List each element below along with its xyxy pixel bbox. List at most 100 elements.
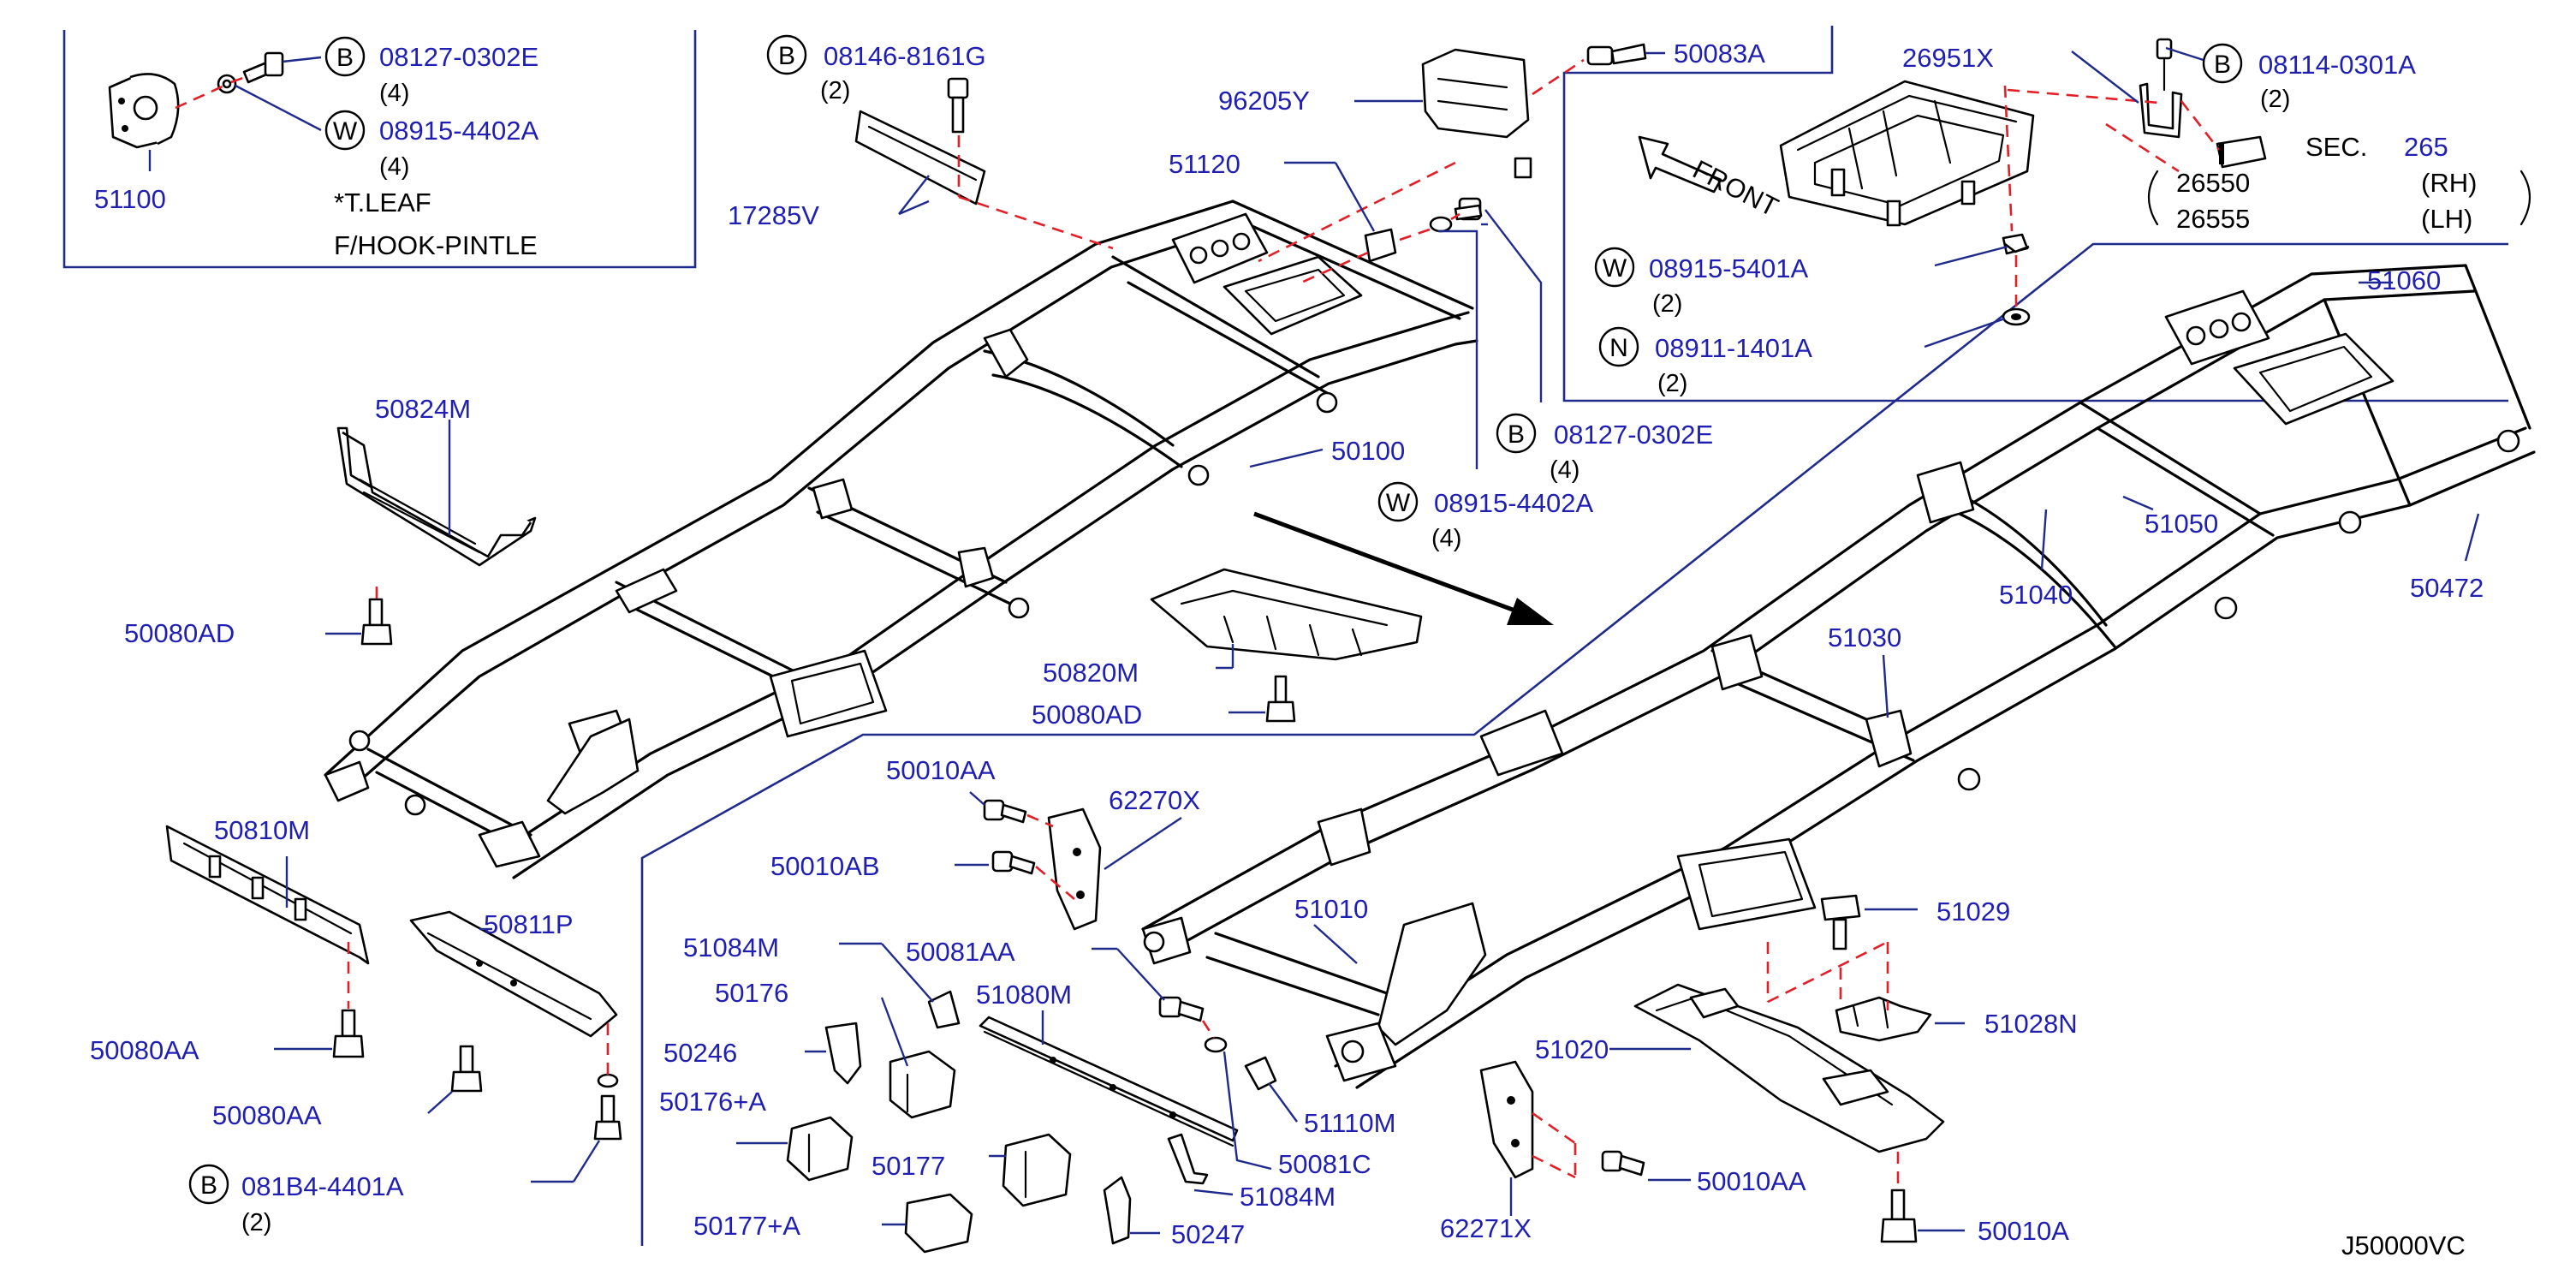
part-label: 51120 (1169, 149, 1240, 179)
part-label: 51020 (1535, 1034, 1609, 1064)
bolts-50080AA (274, 942, 622, 1183)
sec-bracket (2148, 170, 2531, 226)
section-divider (640, 242, 2508, 1246)
fastener-number: 08146-8161G (824, 41, 986, 71)
inset-tr-hardware (1924, 38, 2267, 349)
bracket-62270X (1047, 807, 1182, 931)
prefix-b: B (1508, 420, 1525, 449)
part-label: 50083A (1674, 39, 1765, 69)
part-label: 50246 (663, 1038, 737, 1068)
bolt-50010AA-right (1601, 1150, 1691, 1182)
lower-frame-assembly (1141, 264, 2536, 1089)
part-label: 96205Y (1218, 86, 1310, 116)
part-label: 51029 (1936, 897, 2010, 926)
part-label: 51010 (1294, 894, 1368, 924)
prefix-b: B (200, 1171, 217, 1200)
bolt-08146 (947, 77, 1114, 250)
small-brackets (736, 942, 1234, 1254)
fastener-number: 08911-1401A (1655, 333, 1812, 363)
part-label: 50177 (872, 1151, 945, 1181)
part-label: 50010AA (886, 755, 996, 785)
part-label: 50081C (1278, 1149, 1371, 1179)
part-label: 50176 (715, 978, 788, 1008)
bolt-51029 (1820, 894, 1918, 950)
part-label: 17285V (728, 200, 819, 230)
prefix-n: N (1609, 334, 1628, 362)
inset-border-top-left (62, 30, 697, 269)
fastener-qty: (4) (1431, 525, 1461, 552)
upper-small-hardware (1284, 161, 1543, 469)
part-label: 50810M (214, 815, 310, 845)
part-label: 51040 (1999, 580, 2073, 610)
part-label: 50081AA (906, 937, 1015, 967)
prefix-w: W (1386, 489, 1411, 517)
part-label: 62270X (1109, 785, 1200, 815)
prefix-w: W (333, 117, 358, 146)
part-label: 50080AA (90, 1035, 199, 1065)
prefix-b: B (336, 44, 354, 72)
sec-side: (RH) (2421, 168, 2477, 198)
part-label: 51080M (976, 980, 1072, 1010)
part-label: 51110M (1304, 1108, 1395, 1138)
prefix-w: W (1603, 254, 1627, 283)
inset-note: *T.LEAF (334, 188, 431, 217)
inset-border-top-right (1562, 26, 2508, 402)
part-label: 51050 (2145, 509, 2218, 539)
part-label: 50080AD (124, 618, 235, 648)
bracket-50811P (409, 910, 618, 1038)
fastener-qty: (4) (379, 153, 409, 181)
bar-51080M (979, 1010, 1239, 1147)
front-arrow-icon (1638, 135, 1722, 194)
fastener-number: 08127-0302E (1554, 420, 1713, 450)
bolt-50080AD-left (325, 587, 393, 646)
fastener-number: 08915-4402A (379, 116, 538, 146)
part-label: 51084M (1240, 1182, 1336, 1212)
part-label: 50247 (1171, 1219, 1245, 1249)
rear-crossmember-26951X (1779, 80, 2035, 227)
bracket-17285V (854, 110, 986, 216)
crossmember-51020 (1609, 983, 1945, 1153)
sec-part: 26550 (2176, 168, 2250, 198)
fastener-number: 08114-0301A (2258, 50, 2416, 80)
part-label: 50010AB (770, 851, 880, 881)
bolt-50080AD-mid (1229, 675, 1296, 723)
bracket-50824M (336, 420, 537, 567)
bracket-62271X (1479, 1060, 1577, 1216)
circled-prefixes (188, 34, 2243, 1205)
bracket-96205Y (1258, 43, 1665, 263)
part-label: 50820M (1043, 658, 1139, 688)
prefix-b: B (2214, 51, 2231, 79)
part-label: 50080AA (212, 1100, 322, 1130)
part-label: 51060 (2367, 265, 2441, 295)
part-label: 50472 (2410, 573, 2484, 603)
assembly-direction-arrow (1253, 511, 1554, 625)
fastener-qty: (2) (820, 77, 850, 104)
fastener-qty: (2) (1657, 370, 1687, 397)
part-label: 50080AD (1032, 700, 1142, 730)
part-label: 50176+A (659, 1087, 766, 1117)
part-label: 50010A (1978, 1216, 2069, 1246)
prefix-b: B (778, 42, 795, 70)
sec-part: 26555 (2176, 204, 2250, 234)
skid-plate-50820M (1150, 568, 1423, 670)
bolt-50010A (1880, 1152, 1965, 1243)
fastener-qty: (2) (1652, 290, 1682, 318)
fastener-qty: (4) (1550, 456, 1580, 484)
part-label: 51028N (1984, 1009, 2078, 1039)
front-label: FRONT (1688, 154, 1783, 223)
inset-tl-hardware (175, 51, 322, 132)
hardware-50081 (1092, 947, 1298, 1171)
part-label: 50811P (484, 909, 574, 939)
part-label: 50824M (375, 394, 471, 424)
part-label: 51084M (683, 932, 779, 962)
diagram-id: J50000VC (2341, 1230, 2466, 1260)
part-label: 50010AA (1697, 1166, 1806, 1196)
hook-pintle-part (108, 73, 180, 171)
bolts-50010AA-AB (955, 791, 1075, 900)
fastener-qty: (2) (2260, 86, 2290, 113)
fastener-qty: (4) (379, 80, 409, 107)
part-label: 62271X (1440, 1213, 1532, 1243)
fastener-number: 08915-4402A (1434, 488, 1593, 518)
